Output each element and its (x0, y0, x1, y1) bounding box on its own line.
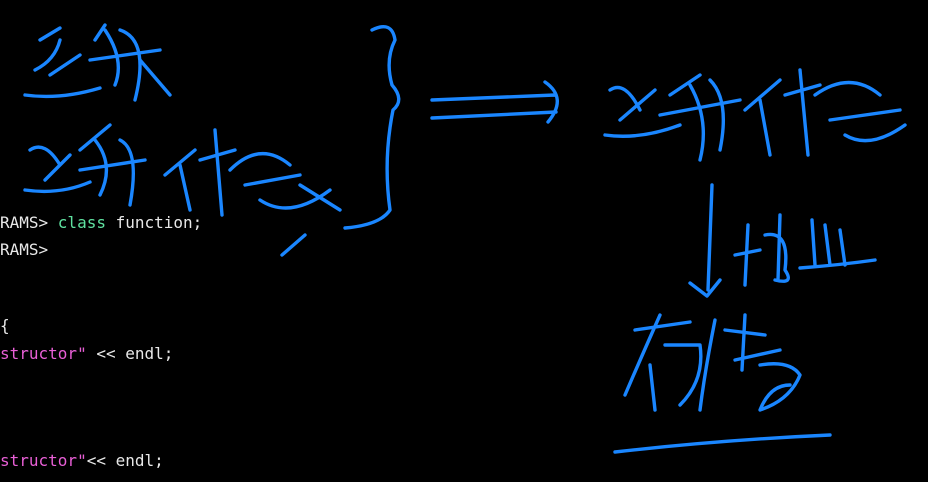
handwriting-hanshu-duixiang-right (603, 68, 907, 162)
string-literal: structor" (0, 451, 87, 470)
code-line-5: structor"<< endl; (0, 451, 164, 470)
handwriting-cunchu (623, 313, 802, 412)
handwriting-hanshu (23, 23, 172, 102)
code-line-2: RAMS> (0, 240, 49, 259)
code-line-1: RAMS> class function; (0, 213, 203, 232)
handwriting-dizhi (733, 213, 877, 287)
double-arrow (430, 80, 559, 124)
keyword-class: class (57, 213, 106, 232)
brace-shape (343, 25, 401, 230)
code-line-4: structor" << endl; (0, 344, 174, 363)
handwriting-hanshu-duixiang (23, 123, 342, 257)
down-arrow (688, 183, 722, 298)
underline-stroke (613, 433, 832, 454)
code-line-3: { (0, 316, 10, 335)
string-literal: structor" (0, 344, 87, 363)
